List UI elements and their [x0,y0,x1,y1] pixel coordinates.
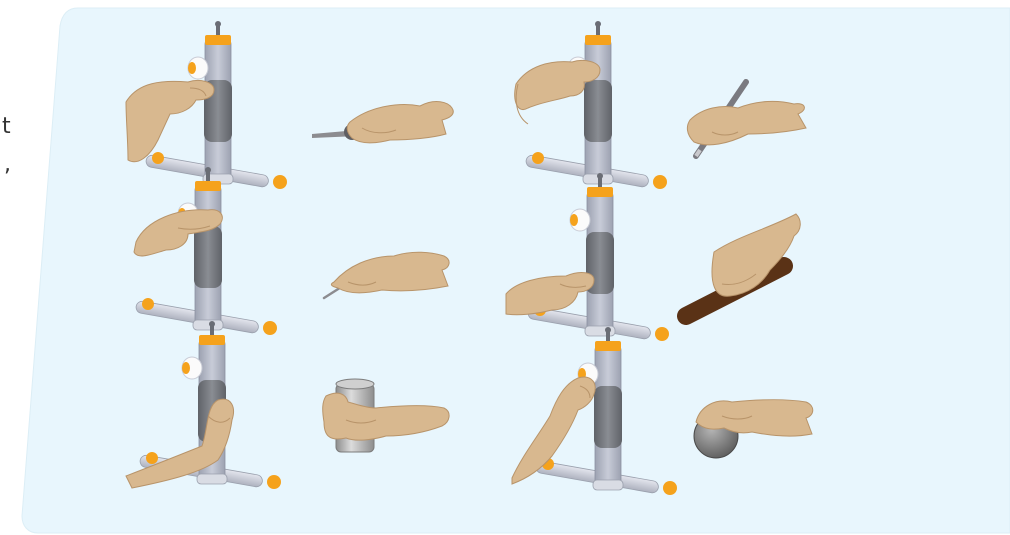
cropped-text-fragments: t , [0,0,20,200]
cropped-text-fragment-2: , [4,152,11,177]
cropped-text-fragment-1: t [2,114,11,139]
